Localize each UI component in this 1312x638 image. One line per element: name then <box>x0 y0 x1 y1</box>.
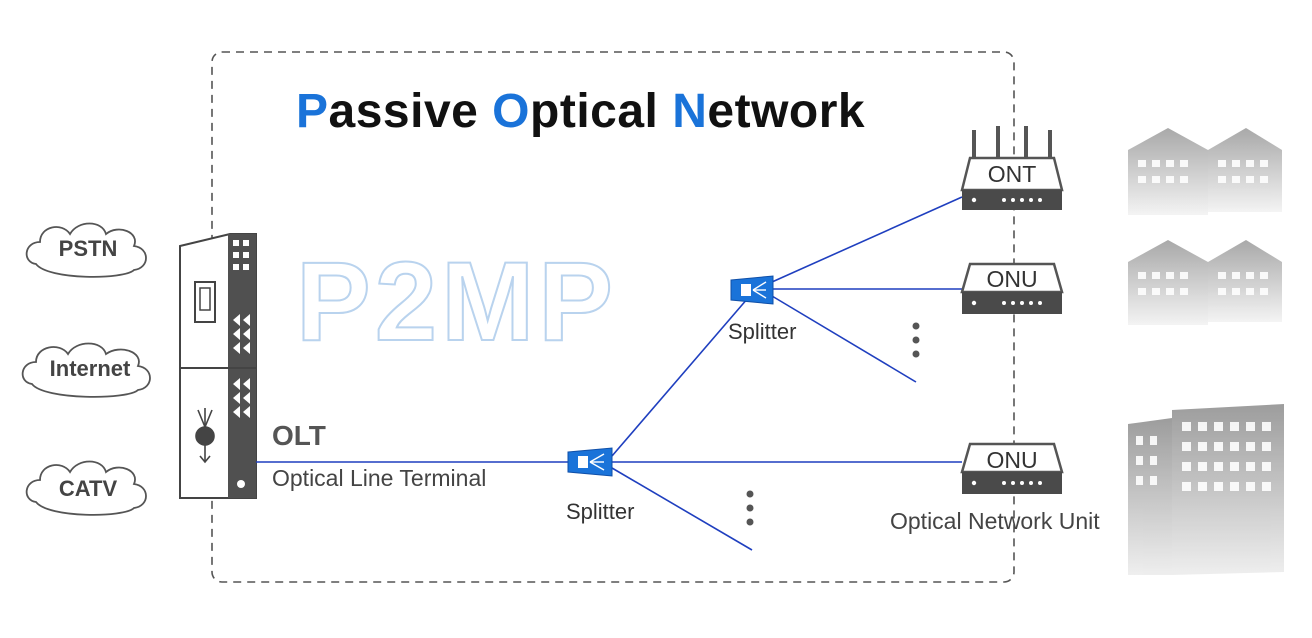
office-building-icon <box>1128 404 1284 575</box>
title-initial: N <box>672 85 708 138</box>
olt-full-name: Optical Line Terminal <box>272 465 487 491</box>
ont-router-icon <box>960 126 1064 210</box>
fiber-ports-icon <box>195 408 215 464</box>
title-word: ptical <box>530 85 673 138</box>
fiber-links <box>256 196 963 551</box>
onu-device-icon <box>960 262 1064 314</box>
ont-label: ONT <box>987 161 1037 187</box>
onu-label: ONU <box>986 266 1038 292</box>
olt-label: OLT <box>272 420 326 451</box>
title-initial: O <box>492 85 531 138</box>
onu-full-name: Optical Network Unit <box>890 508 1100 534</box>
diagram-title: Passive Optical Network <box>296 84 865 139</box>
residential-building-icon <box>1128 128 1282 215</box>
more-branches-icon <box>746 322 920 526</box>
title-word: assive <box>328 85 493 138</box>
splitter-icon <box>567 447 613 477</box>
title-word: etwork <box>707 85 866 138</box>
title-initial: P <box>296 85 329 138</box>
splitter-icon <box>730 275 774 305</box>
onu-label: ONU <box>986 447 1038 473</box>
splitter-label: Splitter <box>728 319 797 344</box>
cloud-icon <box>25 222 147 278</box>
cloud-icon <box>21 342 151 398</box>
residential-building-icon <box>1128 240 1282 325</box>
olt-device <box>179 233 257 499</box>
cloud-icon <box>25 460 147 516</box>
p2mp-watermark: P2MP <box>296 239 617 364</box>
splitter-label: Splitter <box>566 499 635 524</box>
service-label-catv: CATV <box>58 476 118 501</box>
service-label-internet: Internet <box>49 356 131 381</box>
onu-device-icon <box>960 442 1064 494</box>
network-boundary <box>211 51 1015 583</box>
service-label-pstn: PSTN <box>58 236 118 261</box>
